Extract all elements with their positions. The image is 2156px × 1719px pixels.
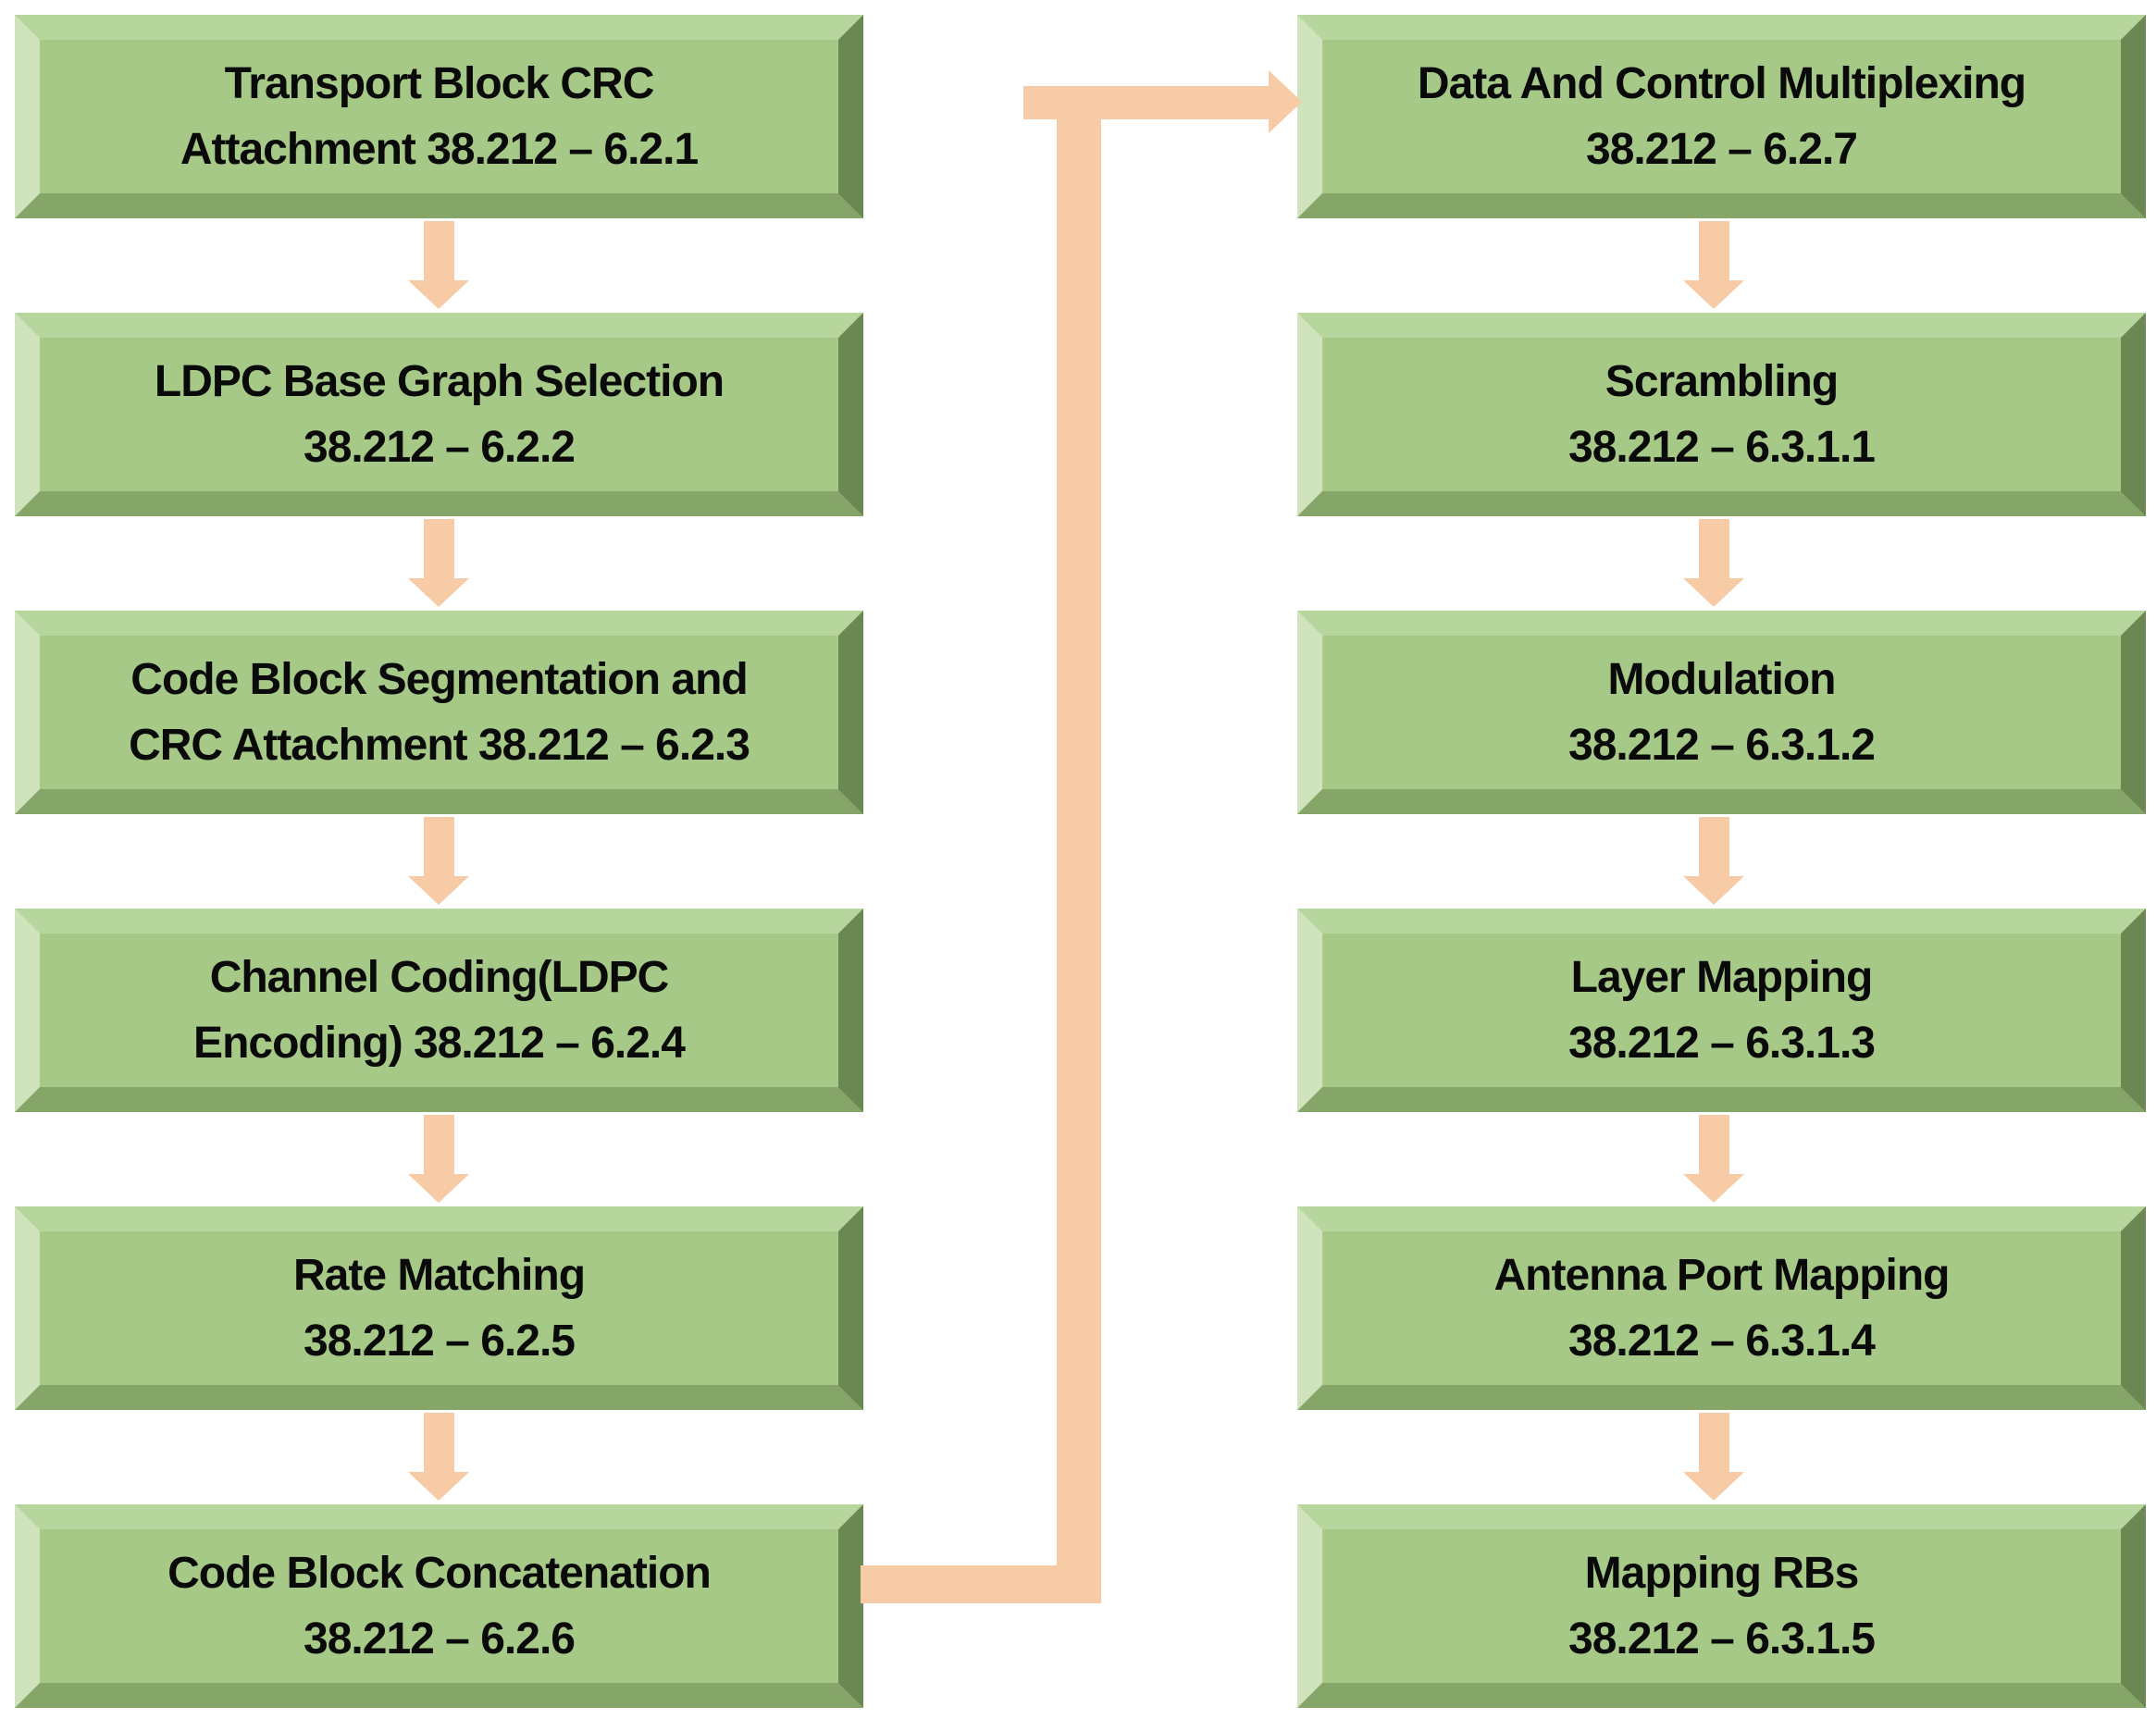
box-title-line: Antenna Port Mapping [1493,1251,1951,1300]
box-title-line: LDPC Base Graph Selection [154,357,725,406]
box-title-line: Rate Matching [292,1251,586,1300]
flow-box-code-block-segmentation: Code Block Segmentation and CRC Attachme… [15,611,863,814]
box-spec-line: 38.212 – 6.3.1.5 [1568,1614,1876,1663]
flow-box-rate-matching: Rate Matching 38.212 – 6.2.5 [15,1206,863,1410]
down-arrow-icon [1683,817,1744,906]
box-spec-line: 38.212 – 6.2.5 [304,1317,576,1366]
box-spec-line: Attachment 38.212 – 6.2.1 [180,125,699,174]
box-spec-line: 38.212 – 6.3.1.2 [1568,721,1876,770]
down-arrow-icon [408,1115,469,1204]
box-title-line: Channel Coding(LDPC [209,953,670,1002]
down-arrow-icon [408,817,469,906]
connector-right-arrowhead-icon [1269,70,1302,133]
down-arrow-icon [1683,1413,1744,1502]
box-spec-line: Encoding) 38.212 – 6.2.4 [193,1019,686,1068]
flow-box-layer-mapping: Layer Mapping 38.212 – 6.3.1.3 [1297,909,2146,1112]
box-title-line: Mapping RBs [1584,1549,1860,1598]
flow-box-data-and-control-multiplexing: Data And Control Multiplexing 38.212 – 6… [1297,15,2146,218]
connector-vertical-line [1057,86,1101,1603]
down-arrow-icon [1683,1115,1744,1204]
connector-top-arm [1023,86,1270,119]
flow-box-modulation: Modulation 38.212 – 6.3.1.2 [1297,611,2146,814]
box-title-line: Code Block Segmentation and [130,655,748,704]
flow-box-mapping-rbs: Mapping RBs 38.212 – 6.3.1.5 [1297,1504,2146,1708]
flow-box-transport-block-crc-attachment: Transport Block CRC Attachment 38.212 – … [15,15,863,218]
box-spec-line: 38.212 – 6.3.1.3 [1568,1019,1876,1068]
box-spec-line: CRC Attachment 38.212 – 6.2.3 [129,721,750,770]
flow-box-ldpc-base-graph-selection: LDPC Base Graph Selection 38.212 – 6.2.2 [15,313,863,516]
box-title-line: Transport Block CRC [224,59,655,108]
box-spec-line: 38.212 – 6.2.6 [304,1614,576,1663]
box-title-line: Code Block Concatenation [167,1549,712,1598]
box-title-line: Scrambling [1605,357,1839,406]
down-arrow-icon [408,1413,469,1502]
down-arrow-icon [1683,221,1744,310]
flow-box-antenna-port-mapping: Antenna Port Mapping 38.212 – 6.3.1.4 [1297,1206,2146,1410]
box-spec-line: 38.212 – 6.3.1.1 [1568,423,1876,472]
box-title-line: Layer Mapping [1570,953,1874,1002]
flow-box-scrambling: Scrambling 38.212 – 6.3.1.1 [1297,313,2146,516]
down-arrow-icon [408,221,469,310]
box-spec-line: 38.212 – 6.3.1.4 [1568,1317,1876,1366]
down-arrow-icon [1683,519,1744,608]
box-title-line: Data And Control Multiplexing [1417,59,2026,108]
flow-box-code-block-concatenation: Code Block Concatenation 38.212 – 6.2.6 [15,1504,863,1708]
flow-box-channel-coding-ldpc-encoding: Channel Coding(LDPC Encoding) 38.212 – 6… [15,909,863,1112]
box-spec-line: 38.212 – 6.2.2 [304,423,576,472]
box-spec-line: 38.212 – 6.2.7 [1586,125,1858,174]
box-title-line: Modulation [1607,655,1837,704]
down-arrow-icon [408,519,469,608]
